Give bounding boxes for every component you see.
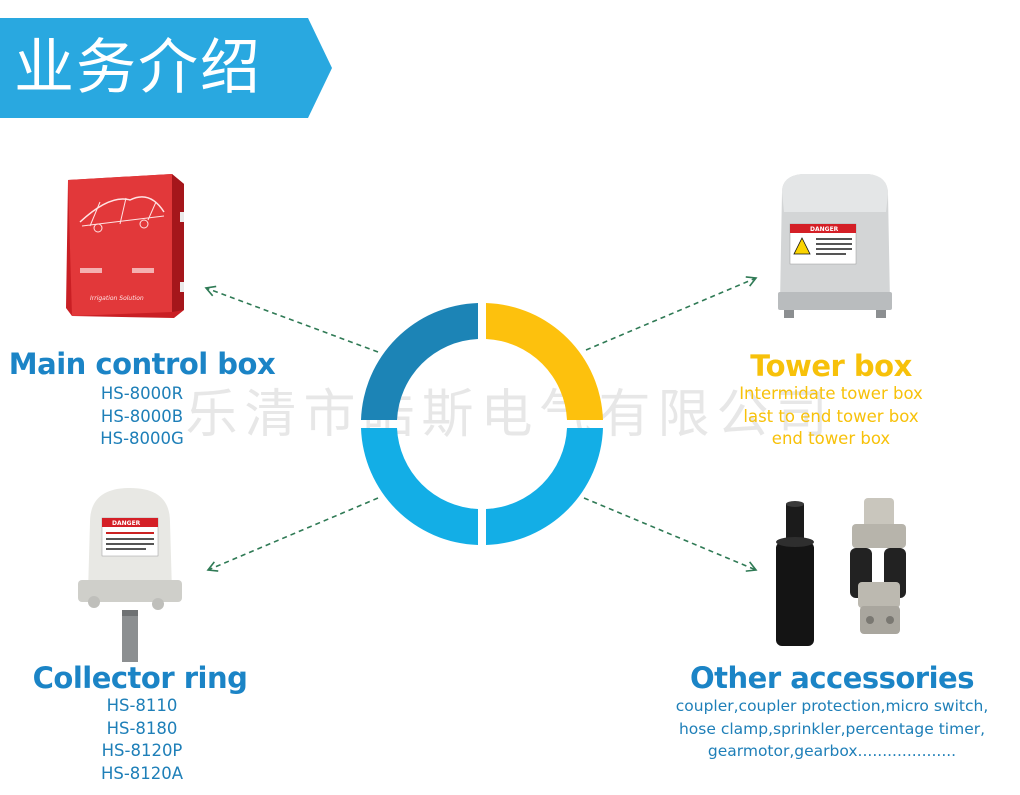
donut-segment-top-right	[486, 303, 603, 420]
tower-box-title: Tower box	[750, 349, 912, 383]
tower-box-danger-label: DANGER	[810, 226, 839, 233]
model-line: HS-8110	[106, 696, 178, 715]
model-line: HS-8180	[106, 718, 178, 738]
company-watermark: 乐清市皓斯电气有限公司	[185, 385, 835, 445]
main-control-box-models: HS-8000R HS-8000B HS-8000G	[80, 383, 204, 451]
donut-segment-bottom-right	[486, 428, 603, 545]
model-line: end tower box	[771, 429, 891, 448]
model-line: last to end tower box	[743, 406, 919, 426]
donut-segment-top-left	[361, 303, 478, 420]
model-line: HS-8120A	[100, 763, 184, 783]
arrow-to-tower-box	[585, 276, 758, 351]
model-line: HS-8000B	[100, 406, 184, 426]
arrow-to-collector-ring	[206, 497, 379, 572]
arrow-to-main-control	[204, 285, 379, 353]
other-accessories-image	[776, 498, 906, 646]
main-control-caption: Irrigation Solution	[90, 295, 144, 302]
header-banner	[0, 18, 332, 118]
donut-segment-bottom-left	[361, 428, 478, 545]
page-title: 业务介绍	[14, 33, 262, 103]
collector-ring-title: Collector ring	[32, 661, 248, 695]
tower-box-models: Intermidate tower box last to end tower …	[700, 383, 962, 451]
model-line: HS-8120P	[101, 741, 183, 760]
accessory-line: hose clamp,sprinkler,percentage timer,	[678, 719, 986, 738]
main-control-box-title: Main control box	[8, 347, 276, 381]
tower-box-image: DANGER	[778, 174, 892, 318]
other-accessories-title: Other accessories	[690, 661, 974, 695]
model-line: HS-8000R	[100, 384, 184, 403]
model-line: Intermidate tower box	[739, 384, 923, 403]
collector-ring-image: DANGER	[78, 488, 182, 662]
collector-ring-danger-label: DANGER	[112, 520, 141, 527]
collector-ring-models: HS-8110 HS-8180 HS-8120P HS-8120A	[80, 695, 204, 785]
accessory-line: coupler,coupler protection,micro switch,	[675, 697, 989, 715]
arrow-to-other-accessories	[583, 497, 758, 572]
accessory-line: gearmotor,gearbox....................	[707, 742, 957, 760]
model-line: HS-8000G	[100, 429, 184, 448]
main-control-box-image: Irrigation Solution	[66, 174, 184, 318]
other-accessories-list: coupler,coupler protection,micro switch,…	[640, 695, 1020, 763]
